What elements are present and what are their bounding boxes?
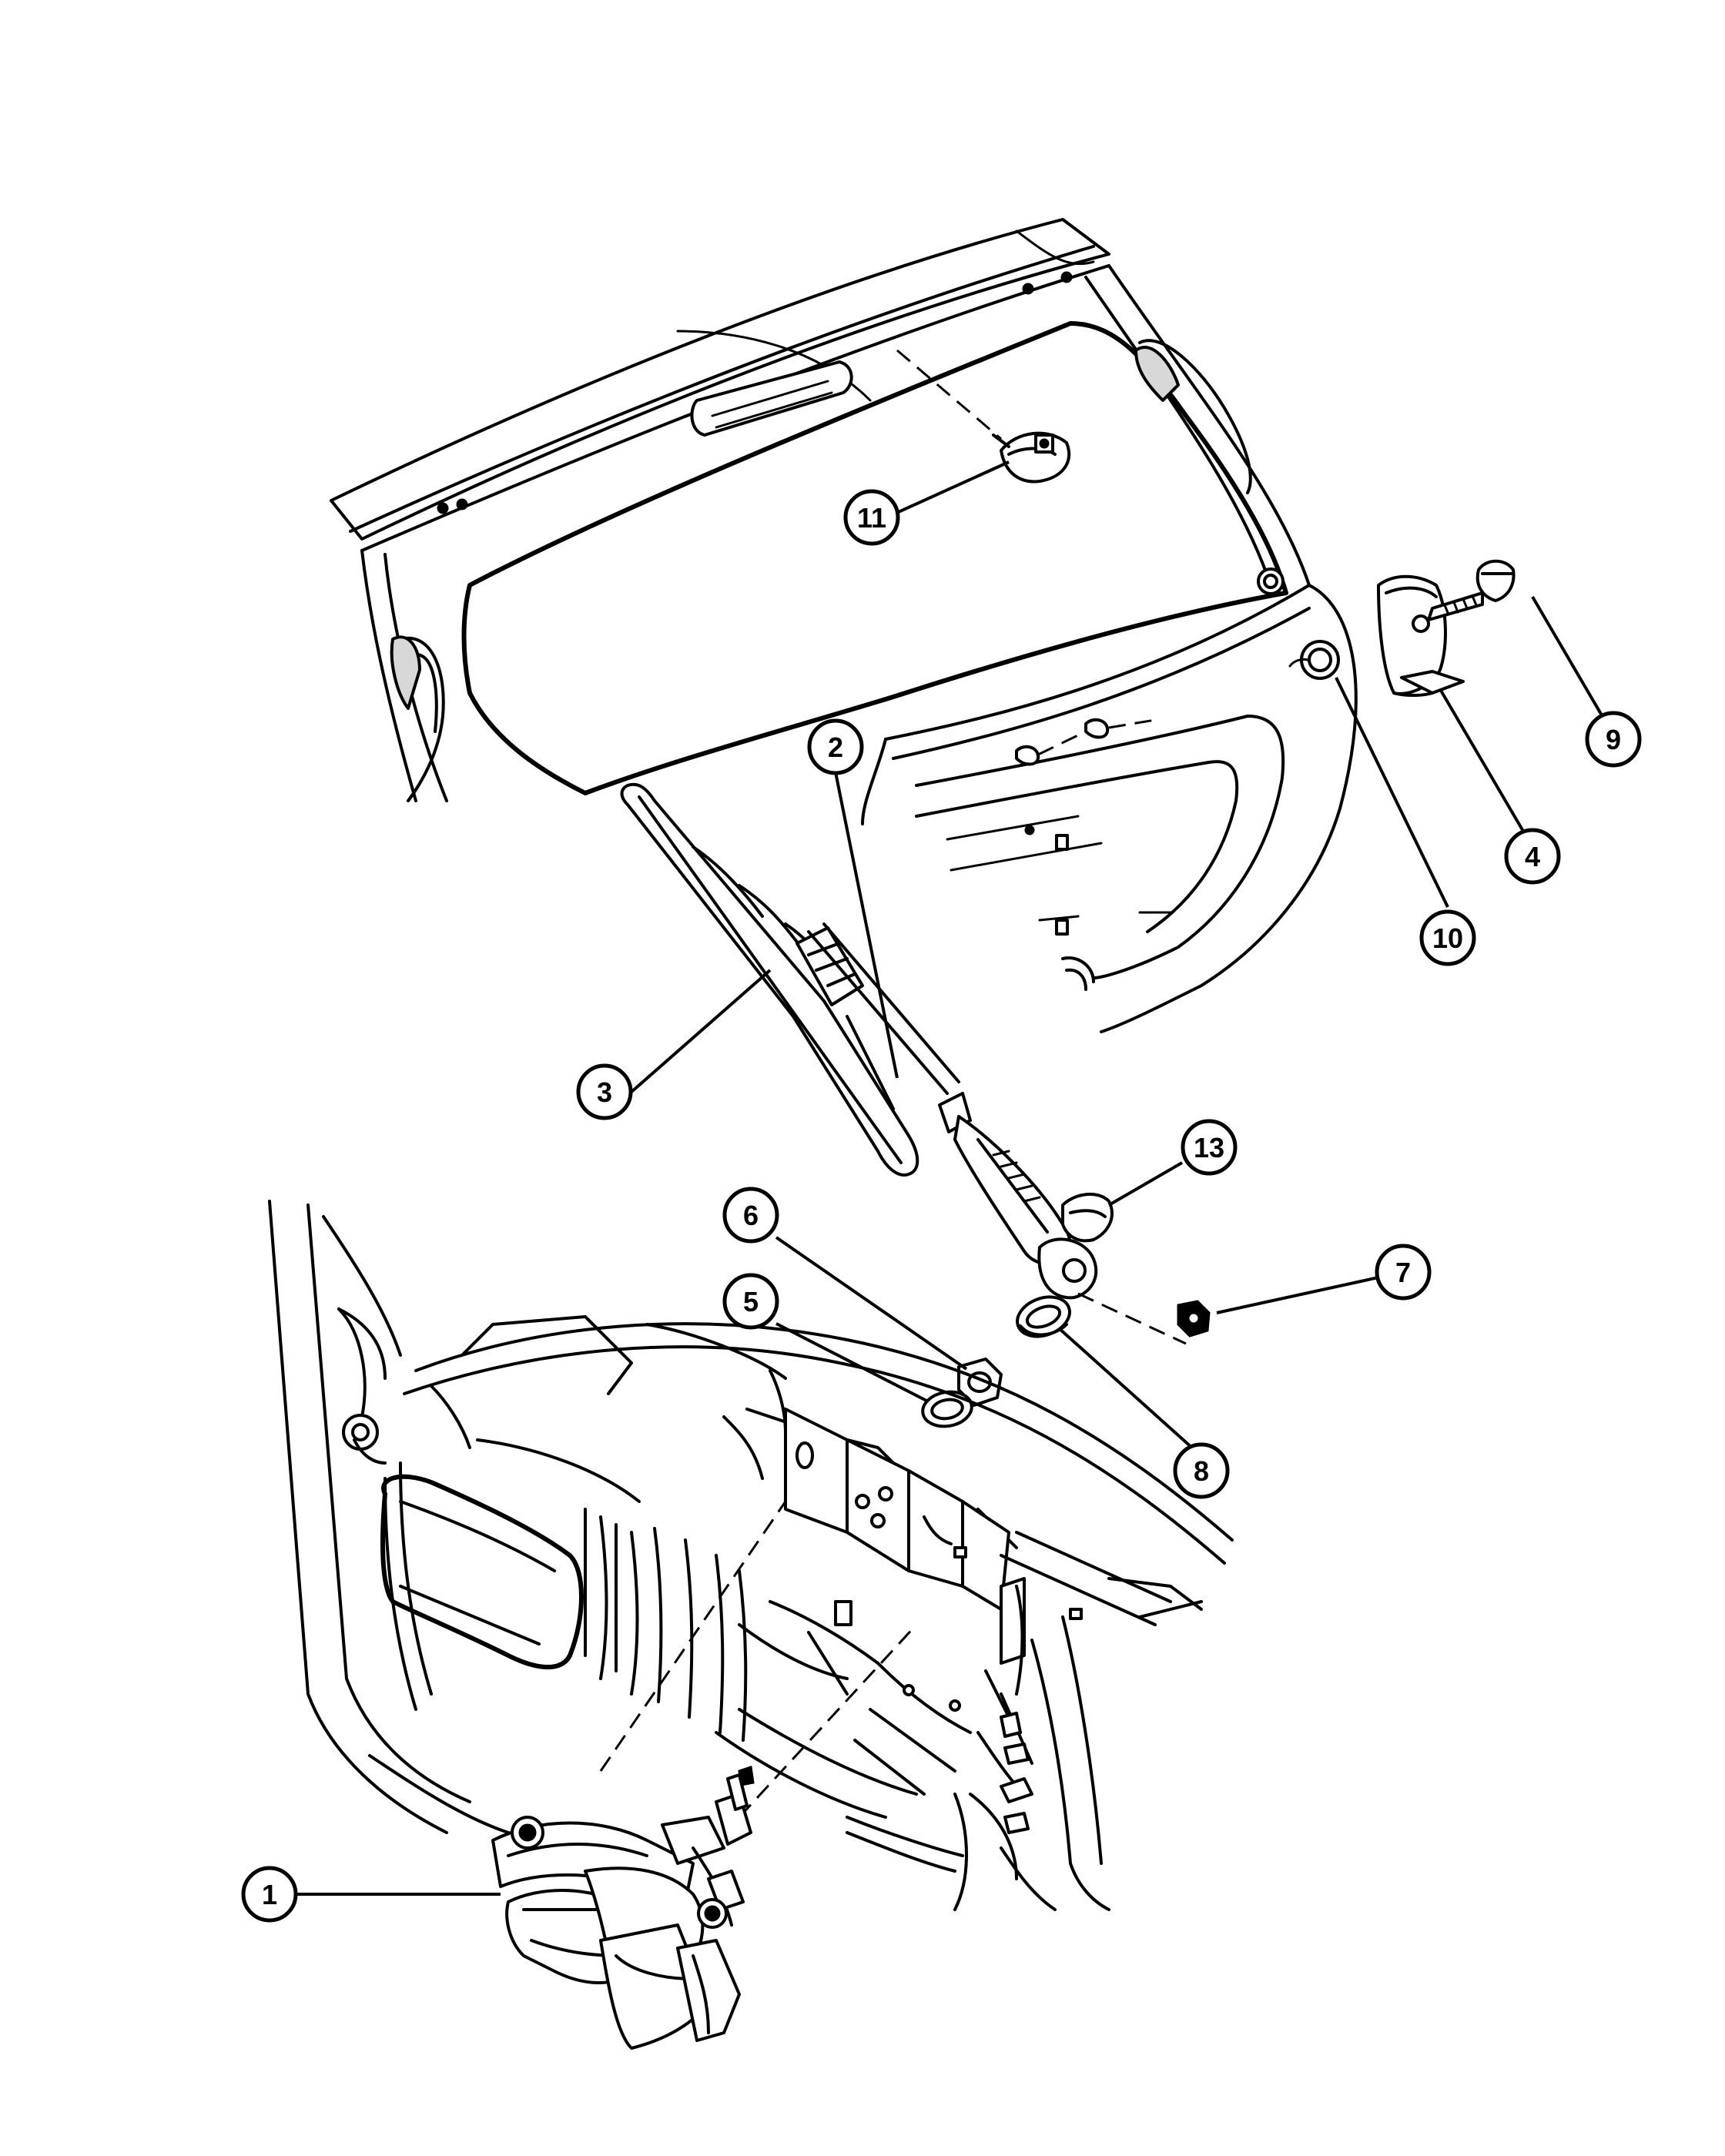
screw [1427,559,1516,621]
callout-label: 4 [1525,841,1540,872]
wiper-pivot-cover [1377,574,1465,697]
callout-label: 7 [1395,1257,1411,1288]
callout-label: 10 [1432,922,1463,954]
liftgate-inner-panel [268,1200,1234,1911]
callout-3: 3 [576,1063,633,1120]
callout-label: 9 [1606,724,1621,755]
callout-4: 4 [1504,828,1561,885]
callout-label: 13 [1194,1132,1224,1163]
bezel [1016,1295,1071,1338]
wiper-arm [807,922,1098,1300]
callout-label: 11 [857,502,886,534]
callout-label: 2 [828,732,843,763]
callout-label: 6 [743,1200,759,1231]
wiper-motor [491,1766,755,2050]
callout-11: 11 [843,489,900,546]
callout-2: 2 [807,718,864,775]
motor-mount-line-left [599,1501,787,1772]
nut [1177,1300,1211,1337]
wiper-arm-cap [1061,1192,1114,1243]
callout-13: 13 [1181,1119,1238,1176]
arm-to-nut-line [1077,1292,1187,1345]
callout-9: 9 [1585,711,1642,768]
callout-label: 1 [262,1879,277,1910]
callout-label: 5 [743,1286,759,1317]
callout-5: 5 [722,1273,779,1330]
wiper-blade [620,782,919,1177]
callout-10: 10 [1419,909,1476,966]
leader-lines [296,460,1603,1896]
callout-7: 7 [1375,1244,1432,1301]
callout-1: 1 [241,1866,298,1923]
callout-label: 3 [597,1076,612,1108]
callout-8: 8 [1173,1442,1230,1499]
liftgate-illustration [330,218,1358,1033]
callout-label: 8 [1194,1455,1209,1487]
motor-mount-line-right [738,1623,918,1819]
washer [921,1390,973,1428]
callout-6: 6 [722,1187,779,1244]
